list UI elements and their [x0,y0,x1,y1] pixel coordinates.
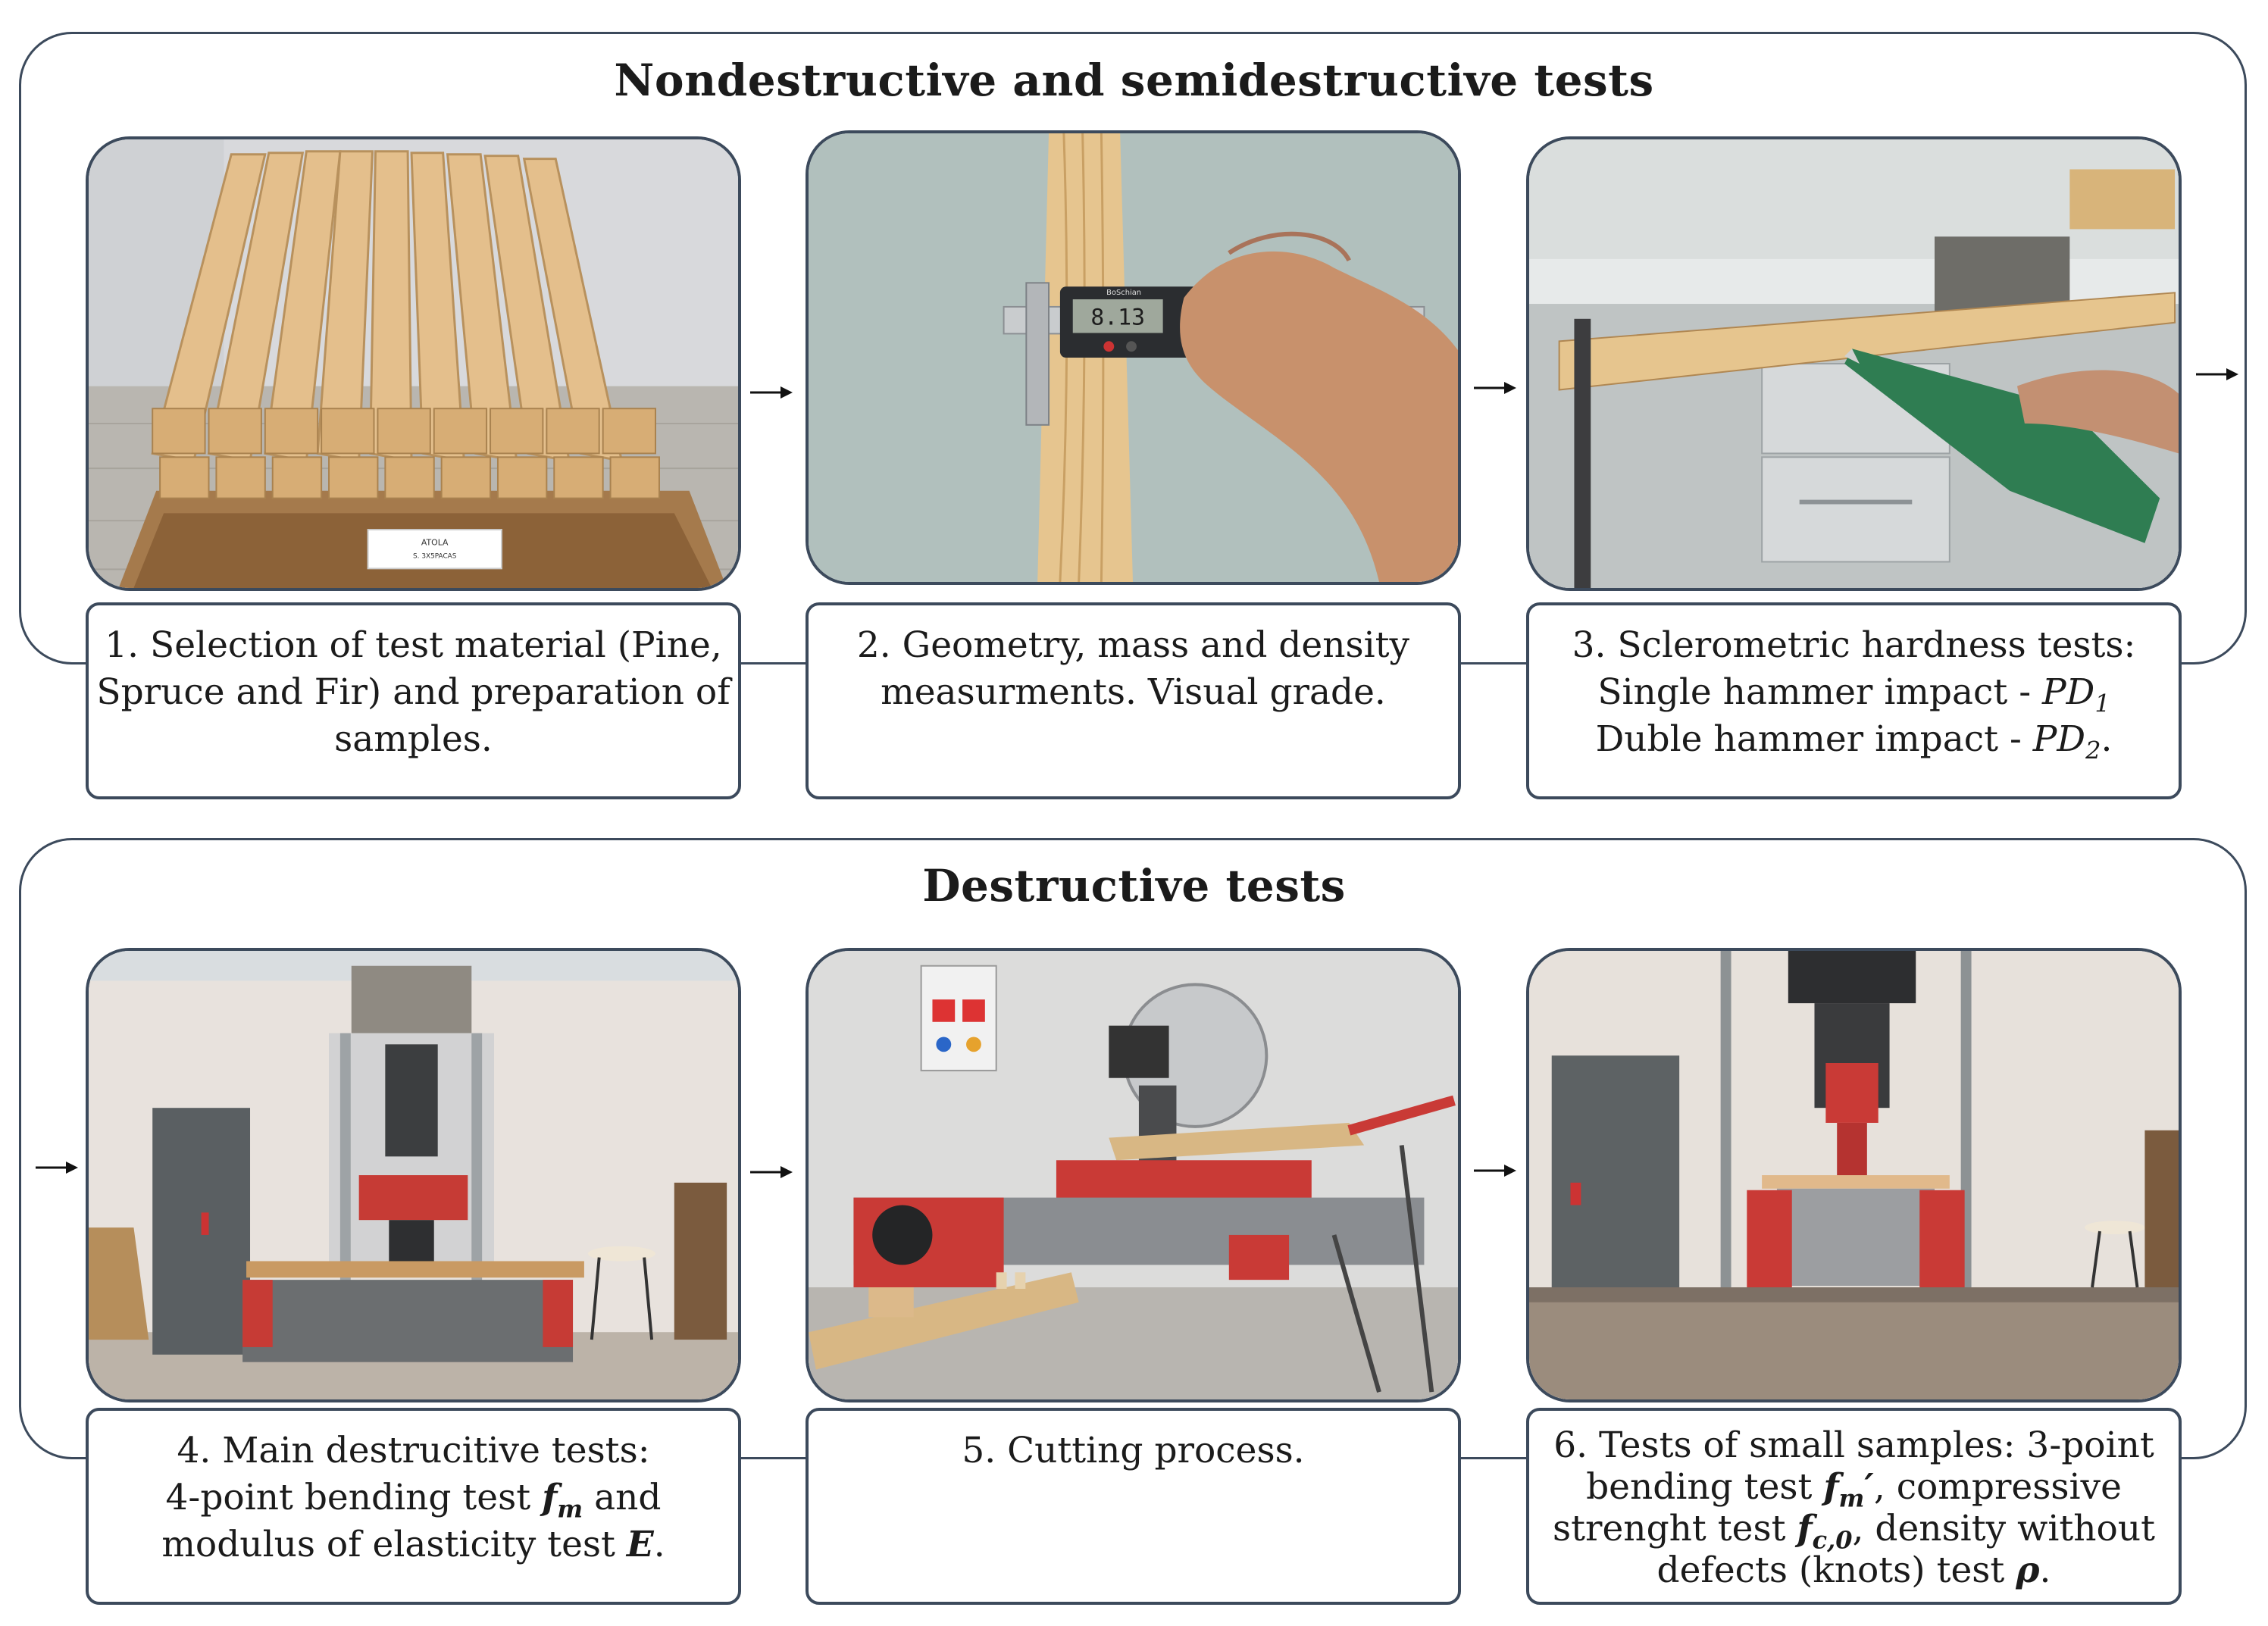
arrow-step4-to-step5 [749,1161,794,1184]
small-sample-machine-illustration [1529,951,2179,1399]
arrow-step2-to-step3 [1472,377,1518,399]
caption-6-line-3: strenght test fc,0, density without [1553,1508,2155,1555]
pallet-label-line-1: ATOLA [421,538,449,548]
photo-small-sample-test [1526,948,2182,1402]
caption-3-line-2: Single hammer impact - PD1 [1597,671,2110,718]
section-title-nondestructive: Nondestructive and semidestructive tests [614,55,1654,106]
photo-bending-test-machine [86,948,741,1402]
arrow-continue-to-destructive [2194,363,2240,386]
photo-timber-stack: ATOLA S. 3X5PACAS [86,136,741,591]
bending-machine-illustration [89,951,738,1399]
caption-step-4: 4. Main destrucitive tests: 4-point bend… [86,1408,741,1605]
caption-6-line-4: defects (knots) test ρ. [1656,1549,2051,1591]
caption-3-line-1: 3. Sclerometric hardness tests: [1572,624,2136,666]
caption-6-line-1: 6. Tests of small samples: 3-point [1553,1424,2154,1466]
arrow-into-step4 [34,1156,80,1179]
caliper-display-reading: 8.13 [1090,304,1145,330]
caption-step-2: 2. Geometry, mass and density measurment… [806,602,1461,799]
caption-step-3: 3. Sclerometric hardness tests: Single h… [1526,602,2182,799]
timber-stack-illustration: ATOLA S. 3X5PACAS [89,139,738,588]
photo-sclerometer-test [1526,136,2182,591]
caption-4-line-1: 4. Main destrucitive tests: [177,1430,650,1471]
section-title-destructive: Destructive tests [922,860,1346,911]
sclerometer-illustration [1529,139,2179,588]
caption-2-line-2: measurments. Visual grade. [881,671,1386,713]
arrow-step1-to-step2 [749,381,794,404]
pallet-label-line-2: S. 3X5PACAS [413,553,457,561]
caliper-brand: BoSchian [1106,289,1141,297]
photo-caliper-measurement: 8.13 BoSchian [806,130,1461,585]
caption-6-line-2: bending test fm′, compressive [1586,1466,2122,1513]
cutting-saw-illustration [809,951,1458,1399]
caption-1-line-3: samples. [334,718,493,760]
caption-step-5: 5. Cutting process. [806,1408,1461,1605]
caption-4-line-3: modulus of elasticity test E. [161,1524,665,1565]
caption-step-6: 6. Tests of small samples: 3-point bendi… [1526,1408,2182,1605]
caption-3-line-3: Duble hammer impact - PD2. [1595,718,2113,765]
caliper-illustration: 8.13 BoSchian [809,133,1458,582]
caption-1-line-1: 1. Selection of test material (Pine, [105,624,722,666]
arrow-step5-to-step6 [1472,1159,1518,1182]
caption-step-1: 1. Selection of test material (Pine, Spr… [86,602,741,799]
caption-4-line-2: 4-point bending test fm and [165,1477,662,1524]
caption-2-line-1: 2. Geometry, mass and density [856,624,1410,666]
caption-1-line-2: Spruce and Fir) and preparation of [96,671,730,713]
photo-cutting-saw [806,948,1461,1402]
caption-5-line-1: 5. Cutting process. [962,1430,1305,1471]
